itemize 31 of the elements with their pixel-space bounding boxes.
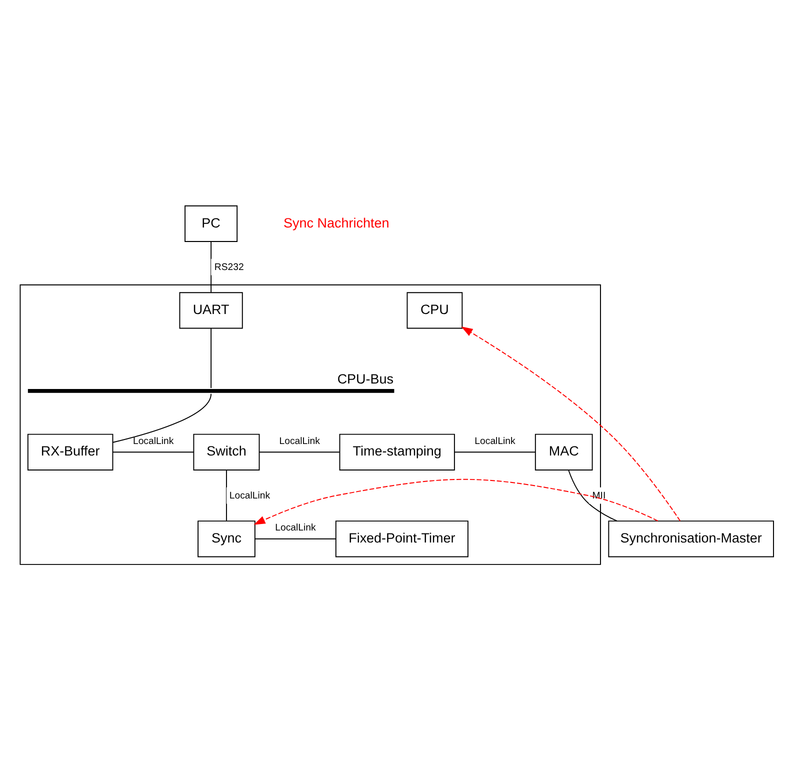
connector [258, 452, 340, 453]
edge-label: LocalLink [474, 436, 516, 447]
node-label: CPU-Bus [337, 371, 394, 386]
node-box: Synchronisation-Master [608, 520, 774, 558]
edge-label: LocalLink [229, 490, 270, 502]
legend-label: Sync Nachrichten [284, 215, 390, 230]
node-box: RX-Buffer [27, 434, 114, 470]
node-box: UART [179, 292, 243, 329]
arrow [461, 326, 681, 522]
arrow [254, 478, 658, 525]
edge-label: LocalLink [275, 522, 316, 534]
connector [454, 452, 536, 453]
node-box: PC [184, 205, 238, 242]
node-box: CPU [406, 292, 463, 329]
connector [112, 393, 212, 443]
connector [210, 328, 212, 389]
edge-label: LocalLink [279, 436, 320, 447]
edge-label: LocalLink [132, 436, 174, 447]
connector [254, 538, 336, 540]
connector [112, 452, 194, 453]
node-box: Fixed-Point-Timer [335, 520, 468, 558]
node-box: Time-stamping [339, 434, 455, 470]
edge-label: MII [592, 490, 606, 502]
connector [226, 470, 227, 522]
node-box: Sync [198, 520, 256, 558]
node-box: MAC [534, 434, 593, 470]
connector [210, 241, 212, 293]
node-box: Switch [193, 434, 260, 470]
connector [568, 470, 618, 522]
node-bar [28, 389, 394, 393]
edge-label: RS232 [214, 262, 244, 273]
